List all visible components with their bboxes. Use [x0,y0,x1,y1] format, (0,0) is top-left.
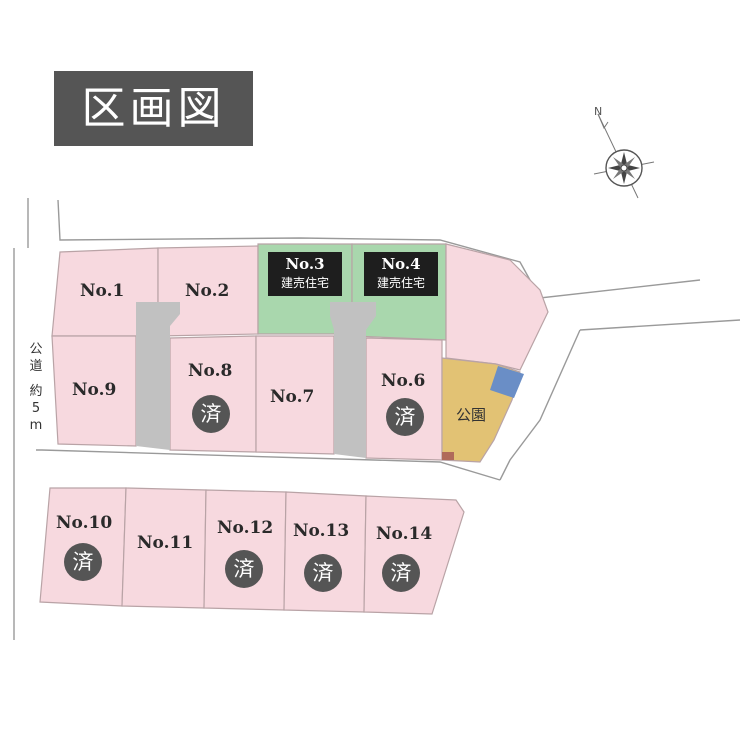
lot-8-label: No.8 [188,361,233,381]
lot-10-sold-badge: 済 [64,543,102,581]
lot-13-parcel[interactable] [283,491,367,613]
driveway-right [330,302,376,458]
lot-2-label: No.2 [185,281,230,301]
lot-14-sold-badge: 済 [382,554,420,592]
lot-8-parcel[interactable] [169,335,257,453]
lot-1-label: No.1 [80,281,125,301]
lot-14-label: No.14 [376,524,433,544]
lot-14-parcel[interactable] [363,495,465,615]
road-outlines [13,198,741,640]
lot-3-label: No.3 [285,255,325,273]
driveway-left [136,302,180,450]
lot-13-label: No.13 [293,521,350,541]
lot-4-badge: No.4 建売住宅 [364,252,438,296]
lot-10-label: No.10 [56,513,113,533]
lot-13-sold-badge: 済 [304,554,342,592]
lot-3-note: 建売住宅 [280,276,329,290]
lot-5-parcel[interactable] [445,243,549,371]
lot-6-label: No.6 [381,371,426,391]
lot-4-label: No.4 [381,255,421,273]
page-title: 区画図 [81,83,226,134]
park-label: 公園 [456,406,487,424]
lot-8-sold-badge: 済 [192,395,230,433]
lot-12-sold-badge: 済 [225,550,263,588]
lot-11-label: No.11 [137,533,194,553]
lot-9-label: No.9 [72,380,117,400]
lot-3-badge: No.3 建売住宅 [268,252,342,296]
lot-12-label: No.12 [217,518,274,538]
compass-north-label: N [594,105,603,118]
lot-4-note: 建売住宅 [376,276,425,290]
park-accent [490,366,524,398]
title-banner: 区画図 [54,71,253,146]
park-corner-mark [442,452,454,460]
compass-rose-icon [593,113,655,199]
lot-6-sold-badge: 済 [386,398,424,436]
lot-7-label: No.7 [270,387,315,407]
